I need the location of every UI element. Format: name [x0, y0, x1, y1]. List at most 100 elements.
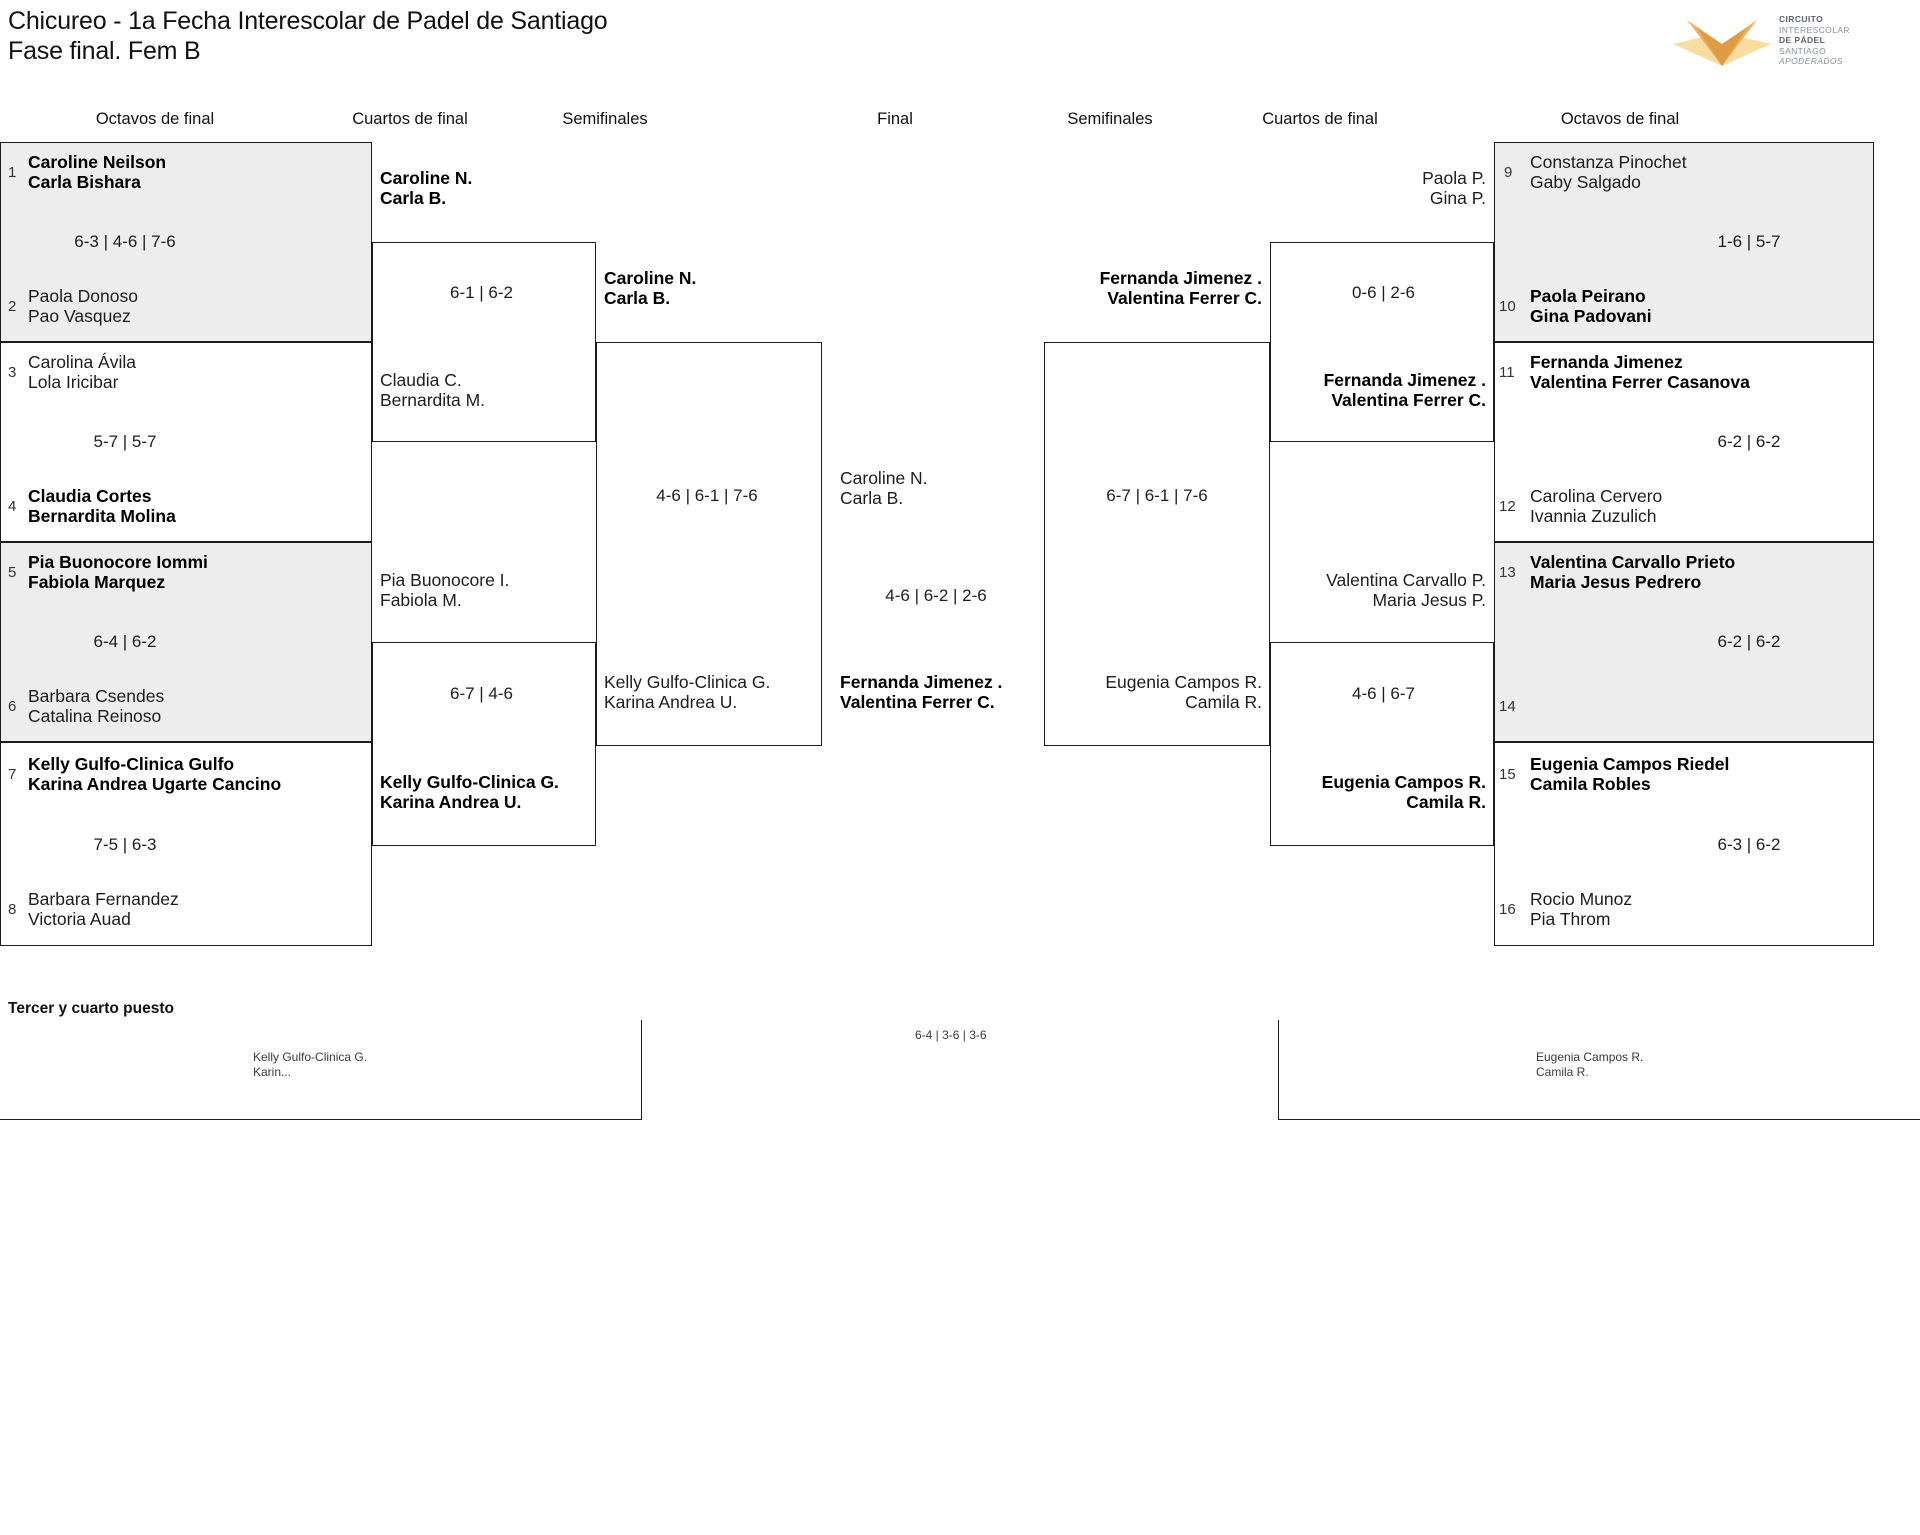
third-place-score: 6-4 | 3-6 | 3-6 [915, 1028, 987, 1042]
team-names: Rocio Munoz Pia Throm [1530, 889, 1633, 929]
team-names: Fernanda Jimenez . Valentina Ferrer C. [1323, 370, 1486, 410]
title-line-1: Chicureo - 1a Fecha Interescolar de Pade… [8, 7, 608, 35]
score-right-oct-3: 6-2 | 6-2 [1717, 632, 1781, 651]
team-final-top[interactable]: Caroline N. Carla B. [836, 466, 1076, 512]
team-right-oct-seed-15[interactable]: 15 Eugenia Campos Riedel Camila Robles [1494, 752, 1874, 798]
seed-number: 4 [8, 498, 17, 515]
page-title: Chicureo - 1a Fecha Interescolar de Pade… [8, 6, 1008, 66]
logo-line-2: INTERESCOLAR [1779, 24, 1850, 35]
team-right-qf-1-top[interactable]: Paola P. Gina P. [1272, 166, 1492, 212]
match-box-left-oct-3[interactable] [0, 542, 372, 742]
chevron-arrow-logo-icon [1673, 20, 1771, 66]
team-right-oct-seed-14[interactable]: 14 [1494, 684, 1874, 730]
team-names: Caroline N. Carla B. [380, 168, 473, 208]
team-names: Constanza Pinochet Gaby Salgado [1530, 152, 1687, 192]
team-right-qf-1-bottom[interactable]: Fernanda Jimenez . Valentina Ferrer C. [1272, 368, 1492, 414]
logo-wordmark: CIRCUITO INTERESCOLAR DE PÁDEL SANTIAGO … [1779, 14, 1899, 67]
score-left-sf: 4-6 | 6-1 | 7-6 [656, 486, 758, 505]
logo-line-4: SANTIAGO [1779, 45, 1827, 56]
team-right-sf-bottom[interactable]: Eugenia Campos R. Camila R. [1046, 670, 1268, 716]
round-header-right-octavos: Octavos de final [1560, 110, 1680, 128]
seed-number: 9 [1504, 164, 1513, 181]
match-box-left-oct-1[interactable] [0, 142, 372, 342]
score-left-oct-3: 6-4 | 6-2 [93, 632, 157, 651]
team-names: Carolina Cervero Ivannia Zuzulich [1530, 486, 1663, 526]
seed-number: 13 [1499, 564, 1516, 581]
third-place-left-bracket[interactable] [0, 1020, 642, 1120]
match-box-right-sf[interactable] [1044, 342, 1270, 746]
team-left-oct-seed-6[interactable]: 6 Barbara Csendes Catalina Reinoso [0, 684, 372, 730]
team-left-sf-bottom[interactable]: Kelly Gulfo-Clinica G. Karina Andrea U. [598, 670, 820, 716]
seed-number: 3 [8, 364, 17, 381]
team-right-oct-seed-16[interactable]: 16 Rocio Munoz Pia Throm [1494, 887, 1874, 933]
team-right-oct-seed-13[interactable]: 13 Valentina Carvallo Prieto Maria Jesus… [1494, 550, 1874, 596]
round-header-left-octavos: Octavos de final [95, 110, 215, 128]
match-box-left-oct-2[interactable] [0, 342, 372, 542]
team-names: Eugenia Campos Riedel Camila Robles [1530, 754, 1730, 794]
match-box-left-qf-2[interactable] [372, 642, 596, 846]
score-left-oct-4: 7-5 | 6-3 [93, 835, 157, 854]
score-left-qf-1: 6-1 | 6-2 [449, 283, 513, 302]
team-left-oct-seed-1[interactable]: 1 Caroline Neilson Carla Bishara [0, 150, 372, 196]
match-box-right-oct-2[interactable] [1494, 342, 1874, 542]
team-left-oct-seed-8[interactable]: 8 Barbara Fernandez Victoria Auad [0, 887, 372, 933]
team-names: Kelly Gulfo-Clinica G. Karina Andrea U. [380, 772, 559, 812]
match-box-left-oct-4[interactable] [0, 742, 372, 946]
team-left-oct-seed-2[interactable]: 2 Paola Donoso Pao Vasquez [0, 284, 372, 330]
seed-number: 8 [8, 901, 17, 918]
team-left-oct-seed-5[interactable]: 5 Pia Buonocore Iommi Fabiola Marquez [0, 550, 372, 596]
team-names: Paola P. Gina P. [1422, 168, 1486, 208]
team-left-qf-2-bottom[interactable]: Kelly Gulfo-Clinica G. Karina Andrea U. [374, 770, 594, 816]
match-box-right-oct-4[interactable] [1494, 742, 1874, 946]
team-right-sf-top[interactable]: Fernanda Jimenez . Valentina Ferrer C. [1046, 266, 1268, 312]
match-box-right-oct-1[interactable] [1494, 142, 1874, 342]
team-left-qf-1-top[interactable]: Caroline N. Carla B. [374, 166, 594, 212]
logo-line-5: APODERADOS [1779, 56, 1843, 66]
seed-number: 6 [8, 698, 17, 715]
match-box-left-qf-1[interactable] [372, 242, 596, 442]
team-names: Claudia Cortes Bernardita Molina [28, 486, 176, 526]
team-right-oct-seed-10[interactable]: 10 Paola Peirano Gina Padovani [1494, 284, 1874, 330]
match-box-right-qf-1[interactable] [1270, 242, 1494, 442]
team-names: Barbara Csendes Catalina Reinoso [28, 686, 165, 726]
seed-number: 5 [8, 564, 17, 581]
score-right-oct-1: 1-6 | 5-7 [1717, 232, 1781, 251]
team-left-oct-seed-7[interactable]: 7 Kelly Gulfo-Clinica Gulfo Karina Andre… [0, 752, 372, 798]
team-left-oct-seed-3[interactable]: 3 Carolina Ávila Lola Iricibar [0, 350, 372, 396]
team-left-sf-top[interactable]: Caroline N. Carla B. [598, 266, 820, 312]
match-box-right-oct-3[interactable] [1494, 542, 1874, 742]
match-box-right-qf-2[interactable] [1270, 642, 1494, 846]
team-names: Kelly Gulfo-Clinica Gulfo Karina Andrea … [28, 754, 282, 794]
team-names: Pia Buonocore Iommi Fabiola Marquez [28, 552, 208, 592]
team-left-qf-2-top[interactable]: Pia Buonocore I. Fabiola M. [374, 568, 594, 614]
seed-number: 15 [1499, 766, 1516, 783]
team-names: Paola Donoso Pao Vasquez [28, 286, 138, 326]
score-right-qf-1: 0-6 | 2-6 [1351, 283, 1415, 302]
score-left-qf-2: 6-7 | 4-6 [449, 684, 513, 703]
team-right-oct-seed-9[interactable]: 9 Constanza Pinochet Gaby Salgado [1494, 150, 1874, 196]
team-names: Caroline N. Carla B. [840, 468, 928, 508]
third-place-left-team: Kelly Gulfo-Clinica G. Karin... [253, 1050, 368, 1079]
team-right-qf-2-top[interactable]: Valentina Carvallo P. Maria Jesus P. [1272, 568, 1492, 614]
team-right-oct-seed-12[interactable]: 12 Carolina Cervero Ivannia Zuzulich [1494, 484, 1874, 530]
round-header-final: Final [877, 110, 913, 128]
round-header-right-cuartos: Cuartos de final [1262, 110, 1378, 128]
team-left-qf-1-bottom[interactable]: Claudia C. Bernardita M. [374, 368, 594, 414]
score-left-oct-2: 5-7 | 5-7 [93, 432, 157, 451]
team-right-qf-2-bottom[interactable]: Eugenia Campos R. Camila R. [1272, 770, 1492, 816]
team-names: Valentina Carvallo P. Maria Jesus P. [1326, 570, 1486, 610]
team-names: Eugenia Campos R. Camila R. [1321, 772, 1486, 812]
title-line-2: Fase final. Fem B [8, 37, 201, 65]
team-right-oct-seed-11[interactable]: 11 Fernanda Jimenez Valentina Ferrer Cas… [1494, 350, 1874, 396]
seed-number: 10 [1499, 298, 1516, 315]
team-final-bottom[interactable]: Fernanda Jimenez . Valentina Ferrer C. [836, 670, 1086, 716]
seed-number: 16 [1499, 901, 1516, 918]
team-names: Claudia C. Bernardita M. [380, 370, 486, 410]
brand-logo: CIRCUITO INTERESCOLAR DE PÁDEL SANTIAGO … [1667, 8, 1902, 78]
match-box-left-sf[interactable] [596, 342, 822, 746]
team-left-oct-seed-4[interactable]: 4 Claudia Cortes Bernardita Molina [0, 484, 372, 530]
team-names: Carolina Ávila Lola Iricibar [28, 352, 136, 392]
seed-number: 2 [8, 298, 17, 315]
logo-line-3: DE PÁDEL [1779, 35, 1826, 45]
third-place-right-bracket[interactable] [1278, 1020, 1920, 1120]
